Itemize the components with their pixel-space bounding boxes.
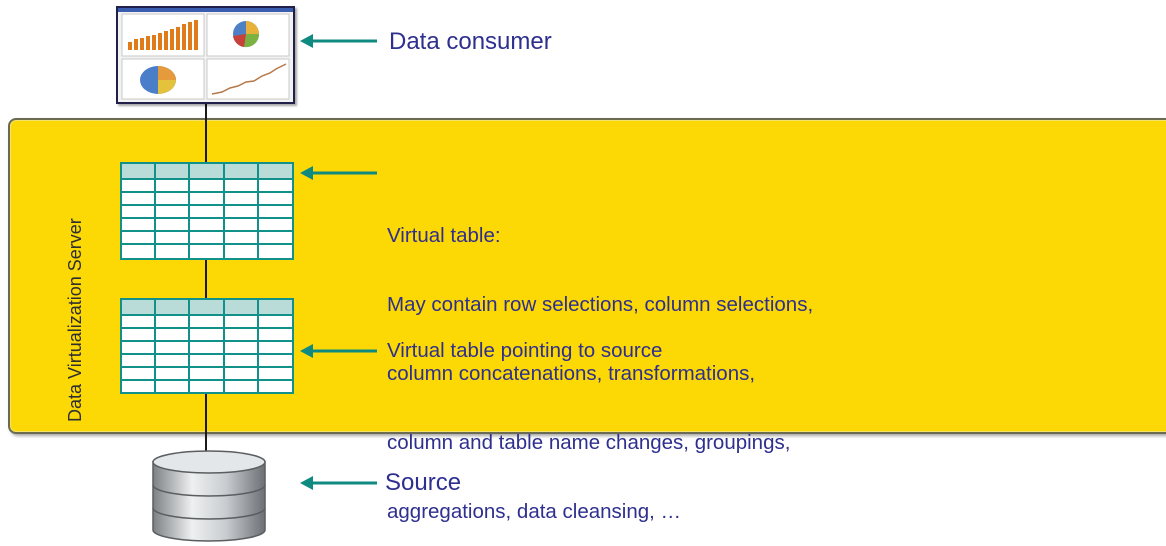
server-label: Data Virtualization Server: [65, 218, 85, 422]
arrow-left-icon: [300, 344, 377, 358]
connector-line: [205, 104, 207, 164]
virtual-table-source-label: Virtual table pointing to source: [387, 339, 663, 362]
database-icon: [152, 450, 266, 542]
virtual-table-line: May contain row selections, column selec…: [387, 293, 814, 316]
virtual-table-description: Virtual table: May contain row selection…: [387, 178, 813, 546]
virtual-table-line: aggregations, data cleansing, …: [387, 500, 682, 523]
virtual-table-line: column and table name changes, groupings…: [387, 431, 791, 454]
virtual-table-line: column concatenations, transformations,: [387, 362, 756, 385]
bar-chart-thumbnail: [128, 20, 198, 50]
line-chart-thumbnail: [211, 63, 287, 95]
source-virtual-table-icon: [120, 298, 294, 394]
virtual-table-icon: [120, 162, 294, 260]
virtual-table-title: Virtual table:: [387, 224, 501, 247]
pie-chart-thumbnail-2: [140, 66, 176, 94]
dashboard-monitor-icon: [116, 6, 295, 104]
connector-line: [205, 392, 207, 454]
data-consumer-label: Data consumer: [389, 28, 552, 55]
connector-line: [205, 257, 207, 299]
source-label: Source: [385, 469, 462, 496]
arrow-left-icon: [300, 34, 377, 48]
pie-chart-thumbnail: [233, 21, 260, 48]
dashboard-screen: [118, 8, 293, 100]
arrow-left-icon: [300, 476, 377, 490]
arrow-left-icon: [300, 166, 377, 180]
